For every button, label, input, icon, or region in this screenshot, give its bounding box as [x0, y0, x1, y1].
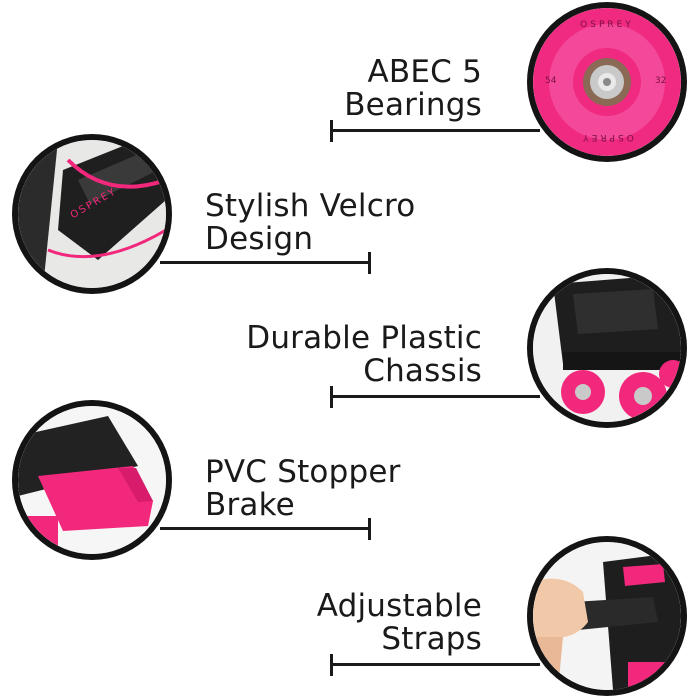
feature-label-straps: Adjustable Straps: [260, 590, 482, 656]
connector-line-bearings: [330, 129, 540, 132]
connector-line-velcro: [160, 261, 370, 264]
feature-label-bearings-line2: Bearings: [344, 87, 482, 123]
feature-label-stopper-line1: PVC Stopper: [205, 454, 401, 490]
feature-label-chassis: Durable Plastic Chassis: [220, 322, 482, 388]
feature-label-velcro-line1: Stylish Velcro: [205, 188, 416, 224]
straps-illustration: [533, 542, 681, 690]
photo-plastic-chassis: [527, 268, 687, 428]
feature-label-stopper-line2: Brake: [205, 487, 295, 523]
chassis-illustration: [533, 274, 681, 422]
connector-tick-velcro: [368, 252, 371, 274]
feature-label-chassis-line1: Durable Plastic: [246, 320, 482, 356]
feature-label-straps-line1: Adjustable: [316, 588, 482, 624]
connector-line-chassis: [330, 395, 540, 398]
connector-tick-stopper: [368, 518, 371, 540]
feature-label-stopper: PVC Stopper Brake: [205, 456, 445, 522]
feature-label-straps-line2: Straps: [381, 621, 482, 657]
stopper-illustration: [18, 406, 166, 554]
feature-label-chassis-line2: Chassis: [363, 353, 482, 389]
feature-label-bearings-line1: ABEC 5: [367, 54, 482, 90]
wheel-brand-top: OSPREY: [580, 20, 634, 30]
wheel-hardness-mark: 32: [655, 76, 667, 86]
connector-line-stopper: [160, 527, 370, 530]
wheel-illustration: [533, 8, 681, 156]
feature-label-velcro: Stylish Velcro Design: [205, 190, 445, 256]
wheel-brand-bottom: OSPREY: [580, 132, 634, 142]
connector-line-straps: [330, 663, 540, 666]
photo-velcro-strap: OSPREY: [12, 134, 172, 294]
feature-label-velcro-line2: Design: [205, 221, 314, 257]
photo-adjustable-straps: [527, 536, 687, 696]
velcro-illustration: [18, 140, 166, 288]
feature-label-bearings: ABEC 5 Bearings: [300, 56, 482, 122]
wheel-size-mark: 54: [545, 76, 557, 86]
photo-stopper-brake: [12, 400, 172, 560]
photo-bearing-wheel: OSPREY OSPREY 54 32: [527, 2, 687, 162]
